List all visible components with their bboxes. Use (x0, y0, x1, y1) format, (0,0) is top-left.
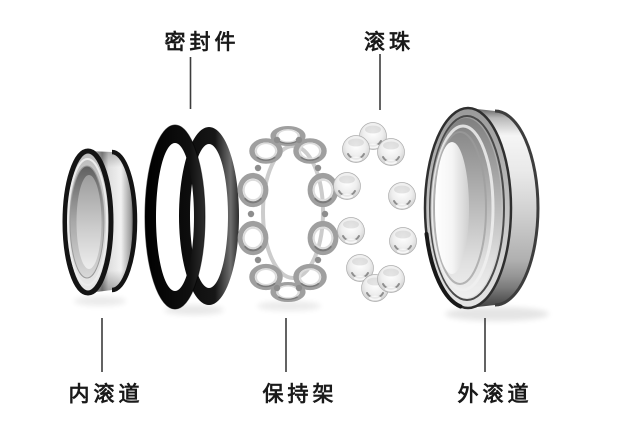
cage-retainer (240, 128, 336, 301)
inner-raceway-ring (62, 148, 138, 296)
cage-label: 保持架 (262, 383, 338, 406)
cage-rivets (247, 136, 329, 292)
outer-raceway-ring (423, 106, 540, 310)
leader-lines (101, 54, 486, 372)
balls-label: 滚珠 (364, 31, 414, 54)
inner-race-label: 内滚道 (68, 383, 144, 406)
outer-race-label: 外滚道 (457, 383, 533, 406)
steel-balls (332, 121, 418, 303)
seal-rings (144, 124, 240, 310)
seal-label: 密封件 (164, 31, 240, 54)
